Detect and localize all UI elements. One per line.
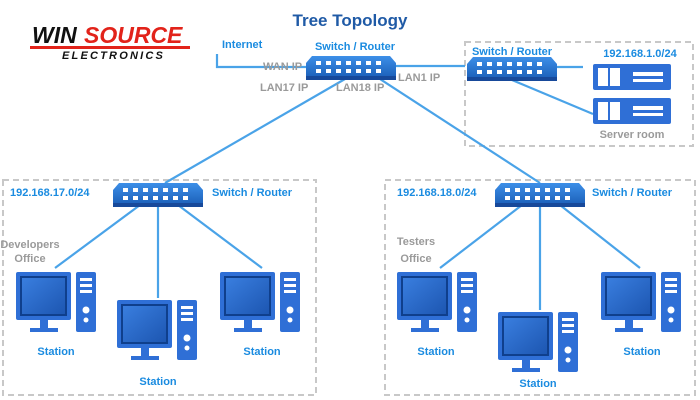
dev-station-1-icon	[15, 271, 97, 333]
developers-office-label-2: Office	[14, 253, 45, 265]
dev-station-2-label: Station	[139, 376, 177, 388]
test-link-3	[559, 204, 641, 269]
developers-switch-icon	[113, 183, 203, 207]
developers-subnet: 192.168.17.0/24	[10, 187, 90, 199]
test-station-1-label: Station	[417, 346, 455, 358]
logo-underline	[30, 46, 190, 49]
test-station-1-icon	[396, 271, 478, 333]
dev-station-2-icon	[116, 299, 198, 361]
winsource-logo: WIN SOURCE ELECTRONICS	[30, 22, 190, 62]
dev-link-1	[54, 204, 141, 269]
testers-switch-icon	[495, 183, 585, 207]
server-icon-1	[593, 64, 671, 90]
internet-label: Internet	[222, 39, 263, 51]
test-station-2-label: Station	[519, 378, 557, 390]
page-title: Tree Topology	[293, 11, 408, 30]
developers-switch-label: Switch / Router	[212, 187, 293, 199]
logo-win: WIN	[32, 22, 77, 48]
test-station-3-label: Station	[623, 346, 661, 358]
server-room-box	[464, 41, 694, 147]
core-switch-router-icon	[306, 56, 396, 80]
dev-link-3	[177, 204, 263, 269]
lan18-ip-label: LAN18 IP	[336, 82, 384, 94]
core-router-label: Switch / Router	[315, 41, 396, 53]
test-station-2-icon	[497, 311, 579, 373]
server-link-2	[511, 78, 594, 116]
developers-office-label-1: Developers	[0, 239, 59, 251]
testers-office-box	[384, 179, 696, 396]
test-station-3-icon	[600, 271, 682, 333]
server-room-switch-icon	[467, 57, 557, 81]
logo-electronics: ELECTRONICS	[62, 50, 165, 62]
server-room-label: Server room	[600, 129, 665, 141]
internet-link	[215, 54, 306, 69]
wan-ip-label: WAN IP	[263, 61, 302, 73]
server-room-subnet: 192.168.1.0/24	[603, 48, 677, 60]
dev-station-3-label: Station	[243, 346, 281, 358]
lan1-ip-label: LAN1 IP	[398, 72, 440, 84]
dev-station-3-icon	[219, 271, 301, 333]
server-room-switch-label: Switch / Router	[472, 46, 553, 58]
logo-source: SOURCE	[84, 22, 183, 48]
developers-office-box	[2, 179, 317, 396]
testers-subnet: 192.168.18.0/24	[397, 187, 477, 199]
lan17-link	[164, 78, 346, 184]
dev-station-1-label: Station	[37, 346, 75, 358]
lan17-ip-label: LAN17 IP	[260, 82, 308, 94]
testers-office-label-2: Office	[400, 253, 431, 265]
testers-office-label-1: Testers	[397, 236, 435, 248]
network-links	[54, 54, 641, 310]
lan18-link	[379, 78, 541, 184]
server-icon-2	[593, 98, 671, 124]
test-link-1	[439, 204, 523, 269]
testers-switch-label: Switch / Router	[592, 187, 673, 199]
